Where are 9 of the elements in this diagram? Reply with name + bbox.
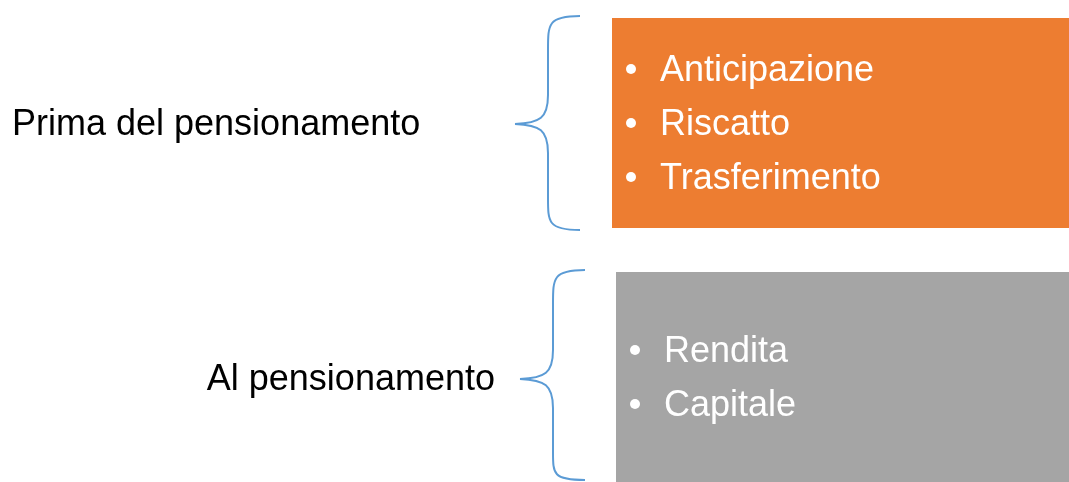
list-item: Rendita xyxy=(664,328,789,372)
list-item: Trasferimento xyxy=(660,155,881,199)
list-item: Riscatto xyxy=(660,101,791,145)
category-box xyxy=(612,18,1069,228)
list-item: Capitale xyxy=(664,382,797,426)
side-label: Al pensionamento xyxy=(206,357,495,399)
side-label: Prima del pensionamento xyxy=(12,102,421,144)
category-box xyxy=(616,272,1069,482)
list-item: Anticipazione xyxy=(660,47,875,91)
